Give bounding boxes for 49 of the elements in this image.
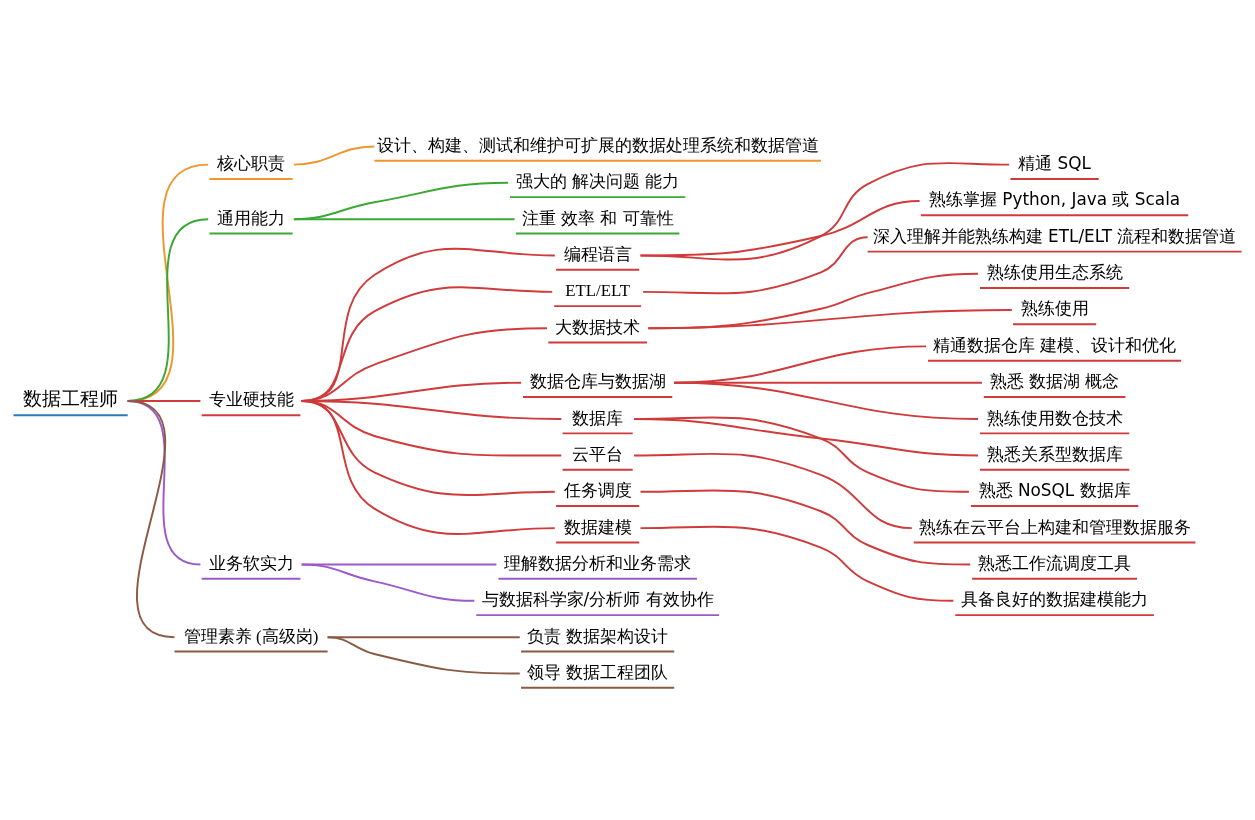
node-text: 编程语言 [563,244,632,264]
node-text: 数据建模 [563,517,632,537]
node-text: 熟悉 NoSQL 数据库 [978,480,1131,501]
connector [292,218,516,221]
connector [639,489,972,566]
connector [300,563,476,602]
node-text: 精通数据仓库 建模、设计和优化 [932,334,1177,355]
node-text: 云平台 [572,444,624,464]
node-text: 注重 效率 和 可靠性 [521,207,674,228]
node-text: 数据工程师 [23,388,119,410]
node-text: 熟练使用数仓技术 [986,407,1123,428]
node-text: 熟练掌握 Python, Java 或 Scala [929,189,1181,210]
node-text: 熟悉 数据湖 概念 [989,371,1120,392]
connector [300,399,556,535]
connector [639,525,955,602]
connector [642,236,869,295]
node-text: 熟悉关系型数据库 [986,443,1123,464]
node-text: 理解数据分析和业务需求 [504,552,692,573]
connector [633,416,970,493]
connector [326,636,521,675]
node-text: 大数据技术 [555,317,641,337]
connector [126,399,176,639]
node-text: 核心职责 [217,154,286,174]
node-text: 管理素养 (高级岗) [183,626,319,646]
node-text: 熟练使用 [1020,298,1089,319]
node-text: 数据仓库与数据湖 [529,372,666,392]
node-text: 具备良好的数据建模能力 [961,589,1149,610]
node-text: 任务调度 [563,481,632,501]
connector [292,145,376,166]
node-text: 熟练在云平台上构建和管理数据服务 [918,516,1191,537]
connector [647,309,1013,330]
node-text: 强大的 解决问题 能力 [515,171,680,192]
connector [673,381,979,421]
node-text: 与数据科学家/分析师 有效协作 [481,589,714,610]
node-text: 业务软实力 [208,553,294,573]
node-text: 专业硬技能 [208,390,294,410]
node-text: 领导 数据工程团队 [526,661,669,682]
node-text: 负责 数据架构设计 [526,625,669,646]
node-text: ETL/ELT [565,281,631,301]
node-text: 设计、构建、测试和维护可扩展的数据处理系统和数据管道 [376,134,819,155]
node-text: 熟悉工作流调度工具 [978,552,1132,573]
node-text: 熟练使用生态系统 [986,262,1123,283]
connector [633,452,913,530]
node-text: 精通 SQL [1018,153,1091,174]
node-text: 通用能力 [217,208,286,228]
connector [639,161,1011,261]
node-text: 数据库 [572,408,624,428]
node-text: 深入理解并能熟练构建 ETL/ELT 流程和数据管道 [872,225,1237,246]
connector [639,200,921,257]
